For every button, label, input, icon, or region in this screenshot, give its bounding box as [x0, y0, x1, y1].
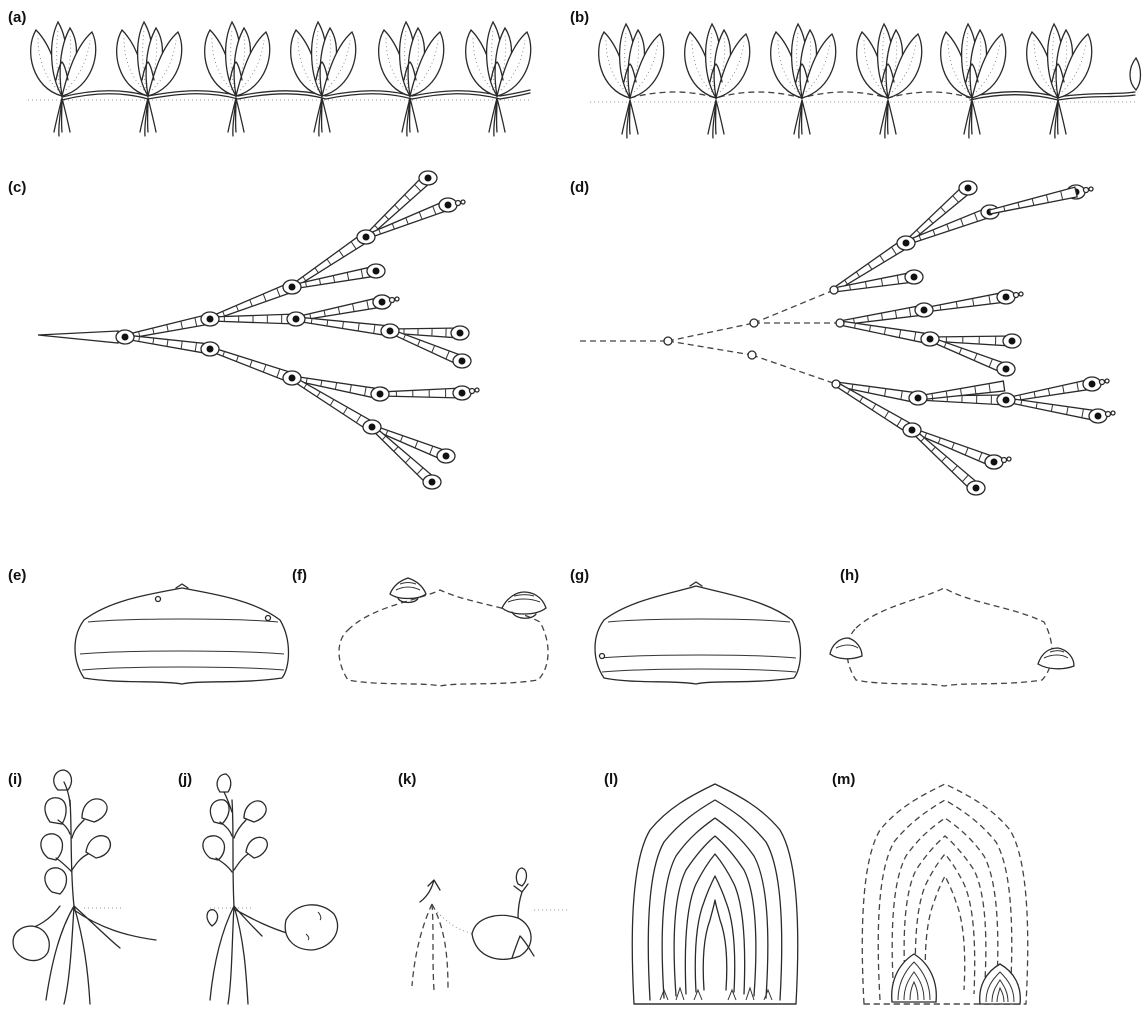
panel-l-bulb-section [632, 784, 797, 1004]
panel-b-fragmented-ramets [590, 24, 1141, 138]
panel-label-i: (i) [8, 771, 22, 788]
panel-d-fragmented-branching [580, 181, 1115, 495]
panel-label-g: (g) [570, 567, 589, 584]
panel-label-e: (e) [8, 567, 26, 584]
panel-label-c: (c) [8, 179, 26, 196]
panel-a-connected-ramets [28, 22, 531, 136]
panel-k-detached-tuber [412, 868, 570, 990]
panel-g-corm [595, 582, 801, 684]
panel-label-l: (l) [604, 771, 618, 788]
panel-label-h: (h) [840, 567, 859, 584]
panel-j-potato-plant [203, 774, 338, 1004]
panel-label-f: (f) [292, 567, 307, 584]
panel-label-m: (m) [832, 771, 855, 788]
panel-c-branching-system [38, 171, 479, 489]
panel-e-corm [75, 584, 289, 684]
panel-f-cormels [339, 578, 548, 686]
panel-label-b: (b) [570, 9, 589, 26]
panel-label-a: (a) [8, 9, 26, 26]
panel-m-bulb-section [862, 784, 1027, 1004]
panel-label-k: (k) [398, 771, 416, 788]
panel-h-cormels [830, 588, 1074, 686]
panel-label-j: (j) [178, 771, 192, 788]
panel-label-d: (d) [570, 179, 589, 196]
panel-i-potato-plant [13, 770, 156, 1004]
